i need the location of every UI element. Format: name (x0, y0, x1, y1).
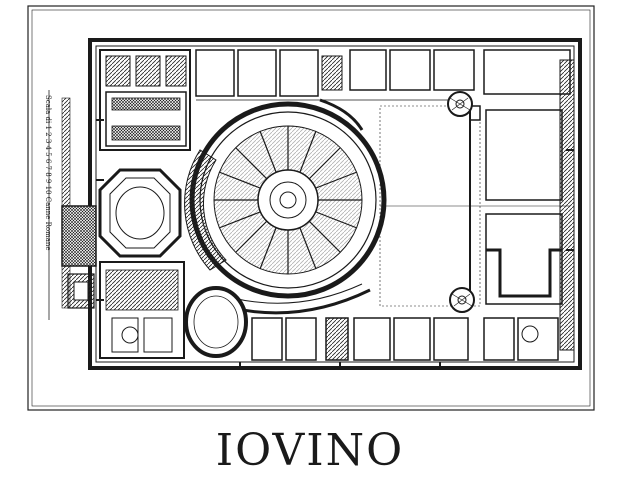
plate-frame (27, 5, 595, 411)
architectural-floor-plan-engraving: Scala di 1 2 3 4 5 6 7 8 9 10 Canne Roma… (27, 5, 595, 411)
south-rooms (251, 317, 559, 361)
spiral-stair-north (447, 91, 473, 117)
wall-ticks (96, 119, 574, 368)
east-wing (485, 59, 575, 351)
scale-legend-text: Scala di 1 2 3 4 5 6 7 8 9 10 Canne Roma… (44, 95, 52, 251)
oval-room (184, 286, 248, 358)
spiral-stair-south (449, 287, 475, 313)
plate-caption: IOVINO (215, 425, 405, 476)
domed-rotunda (184, 98, 387, 315)
scale-bar: Scala di 1 2 3 4 5 6 7 8 9 10 Canne Roma… (44, 90, 71, 320)
north-rooms (195, 49, 571, 101)
left-wing (61, 49, 191, 359)
courtyard (379, 105, 570, 307)
